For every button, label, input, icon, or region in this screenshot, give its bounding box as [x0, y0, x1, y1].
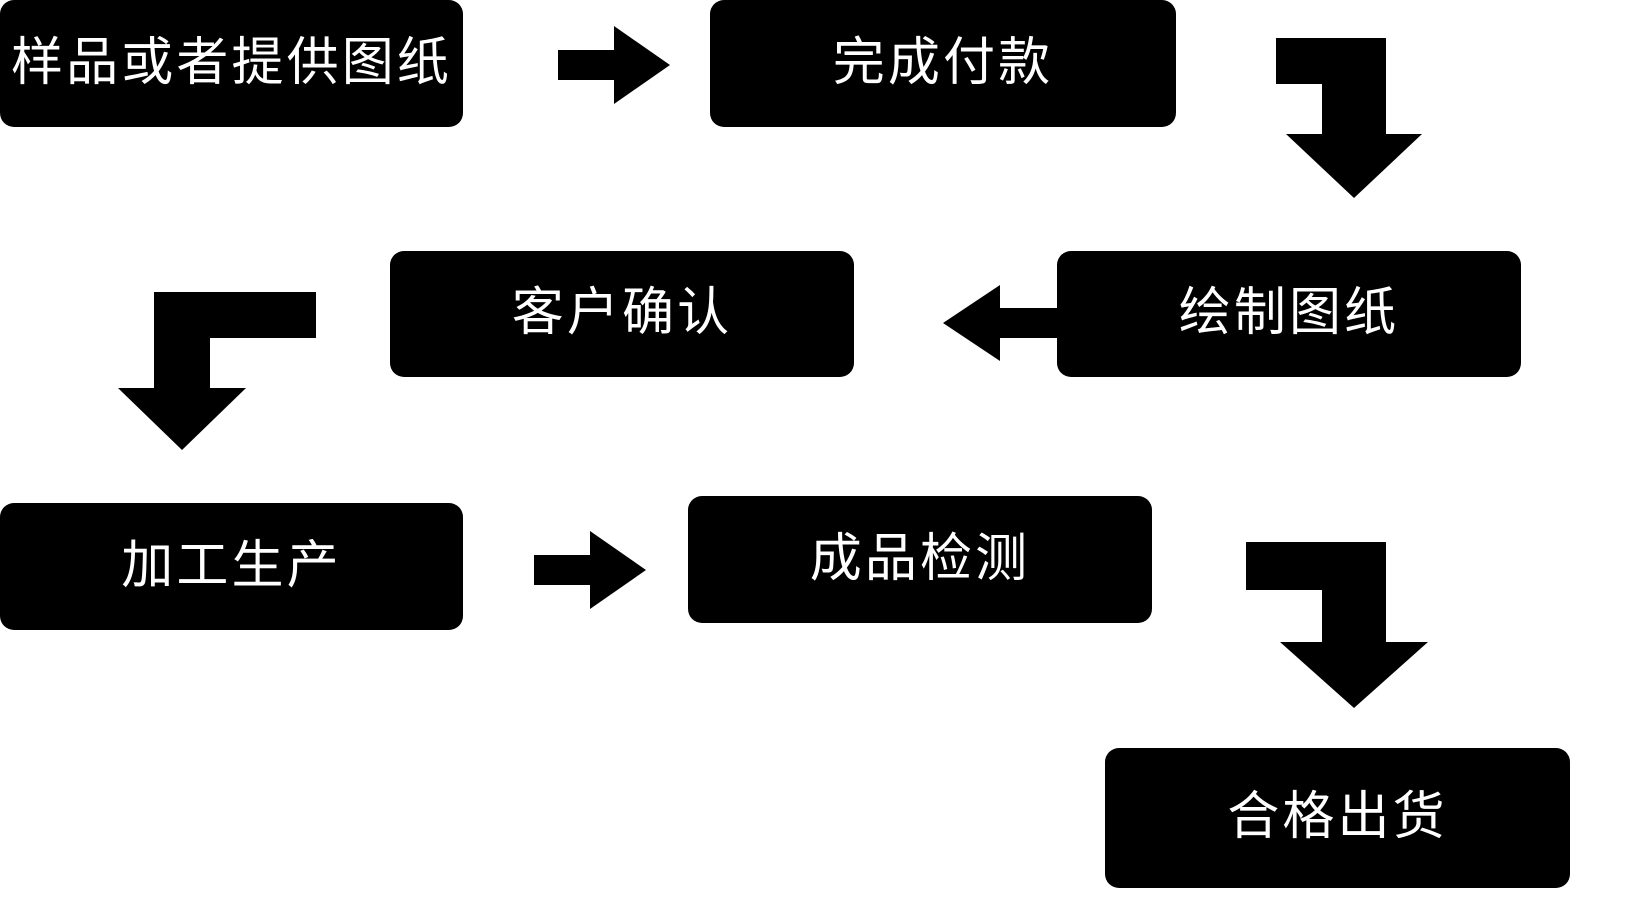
flow-node-label: 加工生产	[121, 536, 342, 595]
flow-node-label: 完成付款	[832, 33, 1054, 92]
flow-node-label: 合格出货	[1227, 788, 1448, 847]
flow-node-qualified-shipment[interactable]: 合格出货	[1105, 748, 1570, 888]
arrow-right-icon-1	[558, 26, 670, 104]
elbow-arrow-left-down-icon-1	[118, 292, 316, 450]
elbow-arrow-right-down-icon-2	[1246, 542, 1432, 708]
flow-node-label: 绘制图纸	[1178, 284, 1400, 343]
arrow-left-icon-1	[943, 285, 1057, 361]
flow-node-sample-or-drawing[interactable]: 样品或者提供图纸	[0, 0, 463, 127]
flow-node-label: 成品检测	[809, 529, 1031, 588]
flow-node-label: 样品或者提供图纸	[11, 33, 452, 92]
flow-node-production[interactable]: 加工生产	[0, 503, 463, 630]
flow-node-complete-payment[interactable]: 完成付款	[710, 0, 1176, 127]
flow-node-label: 客户确认	[511, 284, 733, 343]
arrow-right-icon-2	[534, 531, 646, 609]
elbow-arrow-right-down-icon-1	[1276, 38, 1432, 198]
flow-node-customer-confirm[interactable]: 客户确认	[390, 251, 854, 377]
flow-node-draw-drawing[interactable]: 绘制图纸	[1057, 251, 1521, 377]
flow-node-product-inspection[interactable]: 成品检测	[688, 496, 1152, 623]
